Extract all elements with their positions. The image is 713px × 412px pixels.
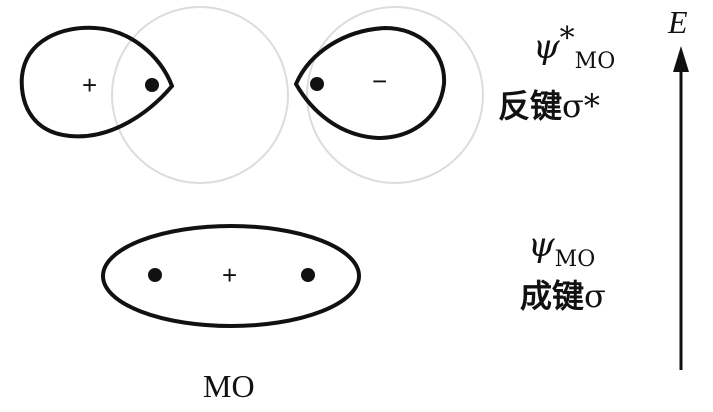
antibonding-psi-label: ψ*MO [533, 24, 615, 73]
antibonding-cn-text: 反键 [498, 87, 563, 125]
antibonding-left-lobe [19, 25, 175, 139]
bonding-sigma: σ [584, 277, 606, 315]
bonding-psi-subscript: MO [554, 247, 596, 272]
antibonding-right-nucleus-dot [310, 77, 324, 91]
antibonding-sigma-star: * [583, 87, 600, 125]
antibonding-cn-label: 反键σ* [498, 90, 600, 122]
bonding-orbital-ellipse [101, 224, 361, 328]
energy-axis-arrowhead [673, 46, 689, 72]
antibonding-right-lobe [293, 25, 447, 141]
bonding-center-sign: + [222, 260, 238, 290]
bonding-left-nucleus-dot [148, 268, 162, 282]
faint-orbital-circle-right [306, 6, 484, 184]
energy-axis-label: E [668, 4, 688, 40]
antibonding-right-sign: − [372, 66, 388, 96]
bonding-psi-symbol: ψ [528, 225, 555, 265]
bonding-cn-label: 成键σ [520, 280, 606, 312]
mo-caption: MO [203, 368, 255, 404]
faint-atomic-orbital-outlines [111, 6, 484, 184]
antibonding-left-nucleus-dot [145, 78, 159, 92]
faint-orbital-circle-left [111, 6, 289, 184]
antibonding-psi-subscript: MO [574, 49, 616, 74]
antibonding-psi-star: * [559, 21, 575, 56]
bonding-cn-text: 成键 [520, 277, 585, 315]
bonding-psi-label: ψMO [528, 225, 595, 271]
bonding-right-nucleus-dot [301, 268, 315, 282]
antibonding-left-sign: + [82, 70, 98, 100]
antibonding-sigma: σ [562, 87, 584, 125]
antibonding-psi-symbol: ψ [533, 27, 560, 67]
